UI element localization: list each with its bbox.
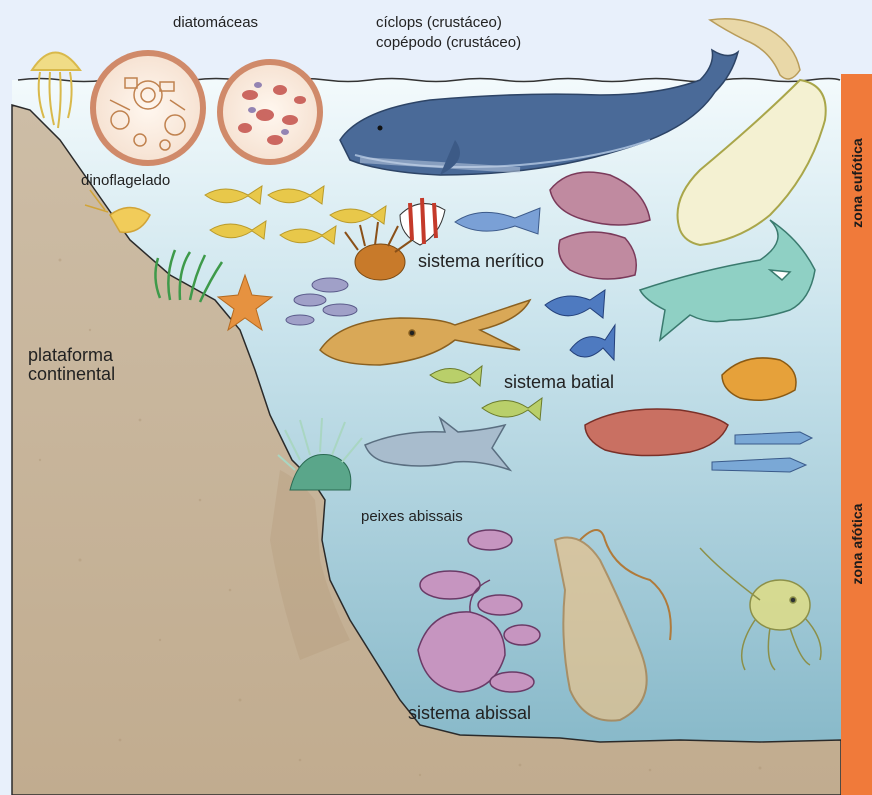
copepod-circle (220, 62, 320, 162)
zone-aphotic-bar: zona afótica (841, 292, 872, 795)
zone-euphotic-bar: zona eufótica (841, 74, 872, 292)
label-dinoflagellate: dinoflagelado (81, 172, 170, 189)
label-shelf-line1: plataforma (28, 346, 113, 365)
label-diatoms: diatomáceas (173, 14, 258, 31)
label-neritic-system: sistema nerítico (418, 252, 544, 271)
label-cyclops: cíclops (crustáceo) (376, 14, 502, 31)
label-abyssal-system: sistema abissal (408, 704, 531, 723)
label-copepod: copépodo (crustáceo) (376, 34, 521, 51)
label-shelf-line2: continental (28, 365, 115, 384)
label-euphotic-zone: zona eufótica (849, 138, 865, 227)
label-aphotic-zone: zona afótica (849, 503, 865, 584)
diatoms-circle (93, 53, 203, 163)
label-bathyal-system: sistema batial (504, 373, 614, 392)
label-abyssal-fish: peixes abissais (361, 508, 463, 525)
